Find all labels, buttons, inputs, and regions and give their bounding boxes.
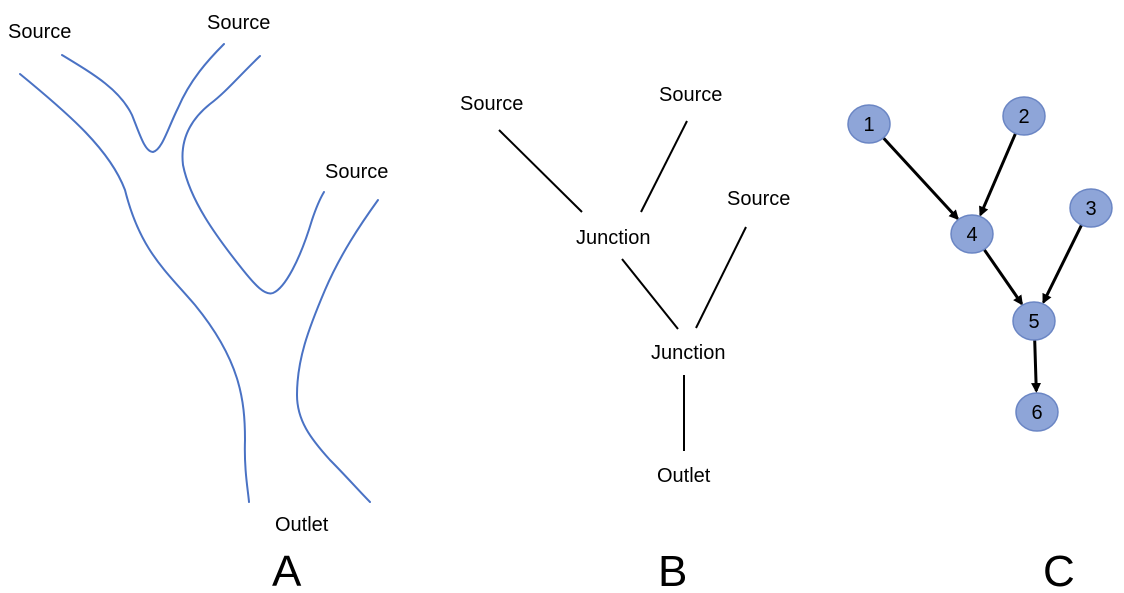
river-bank-right — [296, 199, 379, 503]
graph-node-label: 3 — [1085, 198, 1096, 220]
river-bank-tributary-1 — [61, 43, 225, 153]
panel-c: 1 2 3 4 5 6 C — [847, 96, 1113, 593]
junction-label-1: Junction — [576, 227, 651, 249]
source-label-a3: Source — [325, 161, 388, 183]
source-label-a2: Source — [207, 12, 270, 34]
panel-letter-b: B — [658, 547, 687, 593]
graph-node-5: 5 — [1012, 301, 1056, 341]
segment-source2-junction1 — [640, 120, 688, 213]
graph-node-circle — [1069, 188, 1113, 228]
graph-node-circle — [1012, 301, 1056, 341]
outlet-label-a: Outlet — [275, 514, 329, 536]
panel-letter-c: C — [1043, 547, 1075, 593]
panel-b: Source Source Source Junction Junction O… — [460, 84, 790, 593]
graph-node-label: 5 — [1028, 311, 1039, 333]
edge-4-to-5 — [981, 246, 1024, 306]
graph-node-6: 6 — [1015, 392, 1059, 432]
segment-source3-junction2 — [695, 226, 747, 329]
panel-a: Source Source Source Outlet A — [8, 12, 388, 593]
panel-letter-a: A — [272, 547, 302, 593]
graph-node-3: 3 — [1069, 188, 1113, 228]
edge-1-to-4 — [880, 135, 960, 221]
edge-5-to-6 — [1031, 337, 1042, 394]
graph-node-label: 2 — [1018, 106, 1029, 128]
graph-node-circle — [1002, 96, 1046, 136]
river-bank-left — [19, 73, 250, 503]
graph-node-label: 6 — [1031, 402, 1042, 424]
graph-node-4: 4 — [950, 214, 994, 254]
segment-junction1-junction2 — [621, 258, 679, 330]
segment-source1-junction1 — [498, 129, 583, 213]
graph-node-circle — [847, 104, 891, 144]
source-label-a1: Source — [8, 21, 71, 43]
source-label-b1: Source — [460, 93, 523, 115]
graph-nodes: 1 2 3 4 5 6 — [847, 96, 1113, 432]
graph-node-circle — [1015, 392, 1059, 432]
graph-node-label: 4 — [966, 224, 977, 246]
edge-3-to-5 — [1042, 222, 1084, 305]
graph-node-2: 2 — [1002, 96, 1046, 136]
graph-edges — [880, 130, 1084, 394]
source-label-b2: Source — [659, 84, 722, 106]
river-bank-tributary-2 — [181, 55, 325, 295]
graph-node-label: 1 — [863, 114, 874, 136]
source-label-b3: Source — [727, 188, 790, 210]
graph-node-circle — [950, 214, 994, 254]
graph-node-1: 1 — [847, 104, 891, 144]
outlet-label-b: Outlet — [657, 465, 711, 487]
junction-label-2: Junction — [651, 342, 726, 364]
edge-2-to-4 — [979, 130, 1018, 217]
